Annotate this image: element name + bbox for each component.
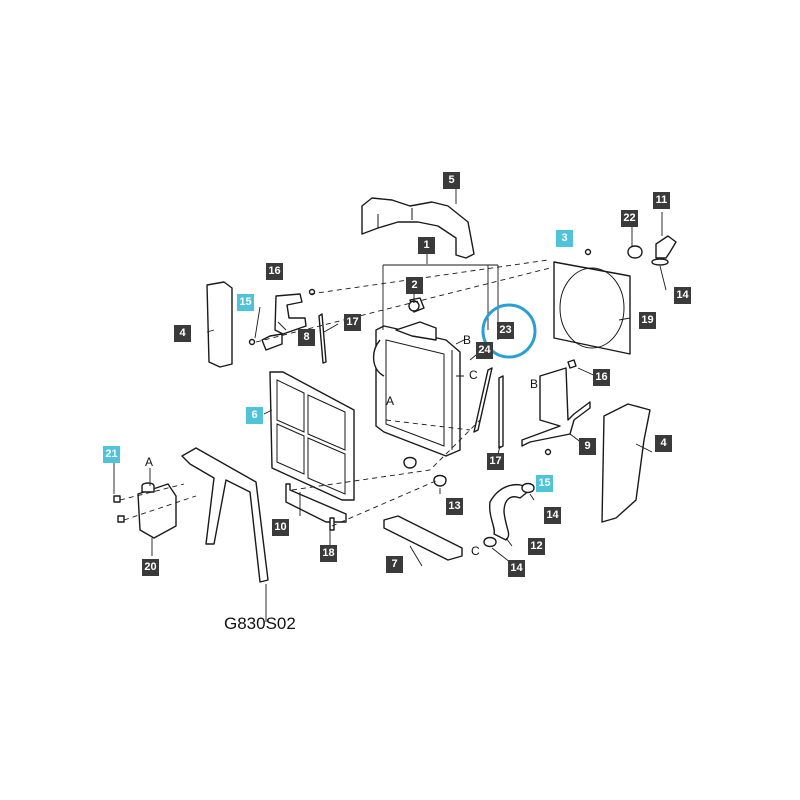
assembly-dashed-lines — [119, 259, 551, 527]
connection-letter-c-hose: C — [471, 544, 480, 558]
callout-19[interactable]: 19 — [639, 312, 656, 329]
lower-support-part — [383, 515, 463, 561]
expansion-tank-part — [137, 482, 177, 539]
connection-letter-c-radiator: C — [469, 368, 478, 382]
callout-3[interactable]: 3 — [556, 230, 573, 247]
callout-18[interactable]: 18 — [320, 545, 337, 562]
screw-16b-part — [567, 359, 577, 369]
screw-21a-part — [113, 495, 121, 503]
callout-5[interactable]: 5 — [443, 172, 460, 189]
callout-17-right[interactable]: 17 — [487, 453, 504, 470]
connection-letter-a-tank: A — [145, 455, 154, 469]
callout-2[interactable]: 2 — [406, 277, 423, 294]
callout-15-right[interactable]: 15 — [536, 475, 553, 492]
callout-14-bottom[interactable]: 14 — [508, 560, 525, 577]
callout-4-right[interactable]: 4 — [655, 435, 672, 452]
highlight-ring — [481, 303, 537, 359]
callout-15-left[interactable]: 15 — [237, 294, 254, 311]
diagram-code: G830S02 — [224, 614, 296, 633]
connection-letter-b-radiator: B — [463, 333, 472, 347]
callout-11[interactable]: 11 — [653, 192, 670, 209]
callout-6[interactable]: 6 — [246, 407, 263, 424]
radiator-part — [373, 297, 461, 487]
connection-letter-b-bracket: B — [530, 377, 539, 391]
callout-10[interactable]: 10 — [272, 519, 289, 536]
callout-23[interactable]: 23 — [497, 322, 514, 339]
connection-letter-a-radiator: A — [386, 394, 395, 408]
callout-17-left[interactable]: 17 — [344, 314, 361, 331]
lower-hose-part — [488, 483, 531, 541]
lower-bracket-part — [285, 483, 347, 523]
clamp-22-part — [627, 245, 643, 259]
callout-22[interactable]: 22 — [621, 210, 638, 227]
right-bracket-part — [521, 367, 591, 447]
callout-20[interactable]: 20 — [142, 559, 159, 576]
callout-16-right[interactable]: 16 — [593, 369, 610, 386]
callout-9[interactable]: 9 — [579, 438, 596, 455]
screw-21b-part — [117, 515, 125, 523]
screw-15b-part — [544, 448, 552, 456]
left-seal-strip-part — [318, 313, 327, 364]
right-seal-strip-part — [498, 375, 504, 449]
screw-3-part — [584, 248, 592, 256]
left-bracket-part — [261, 293, 307, 351]
grille-frame-part — [269, 371, 355, 501]
callout-16-left[interactable]: 16 — [266, 263, 283, 280]
screw-15a-part — [248, 338, 256, 346]
clamp-14c-part — [483, 536, 497, 548]
callout-24[interactable]: 24 — [476, 342, 493, 359]
callout-7[interactable]: 7 — [386, 556, 403, 573]
left-side-panel-part — [206, 281, 233, 368]
callout-21[interactable]: 21 — [103, 446, 120, 463]
pipe-11-part — [651, 235, 677, 266]
clamp-14b-part — [521, 482, 535, 494]
callout-8[interactable]: 8 — [298, 329, 315, 346]
screw-18-part — [329, 517, 335, 531]
right-side-panel-part — [601, 403, 651, 523]
callout-1[interactable]: 1 — [418, 237, 435, 254]
tank-bracket-part — [181, 447, 269, 583]
fan-shroud-part — [553, 261, 631, 355]
callout-13[interactable]: 13 — [446, 498, 463, 515]
callout-14-hose[interactable]: 14 — [544, 507, 561, 524]
callout-14-top[interactable]: 14 — [674, 287, 691, 304]
strip-24-part — [473, 367, 493, 433]
callout-12[interactable]: 12 — [528, 538, 545, 555]
upper-shroud-part — [361, 197, 475, 259]
callout-4-left[interactable]: 4 — [174, 325, 191, 342]
